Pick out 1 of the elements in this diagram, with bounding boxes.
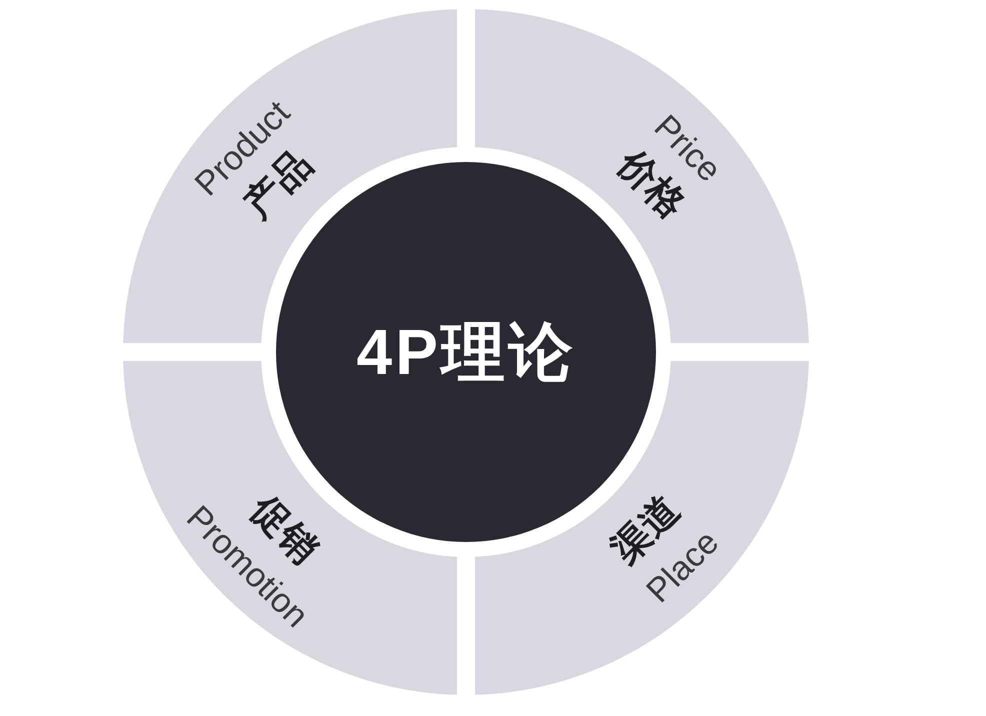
center-title: 4P理论 <box>356 315 576 390</box>
